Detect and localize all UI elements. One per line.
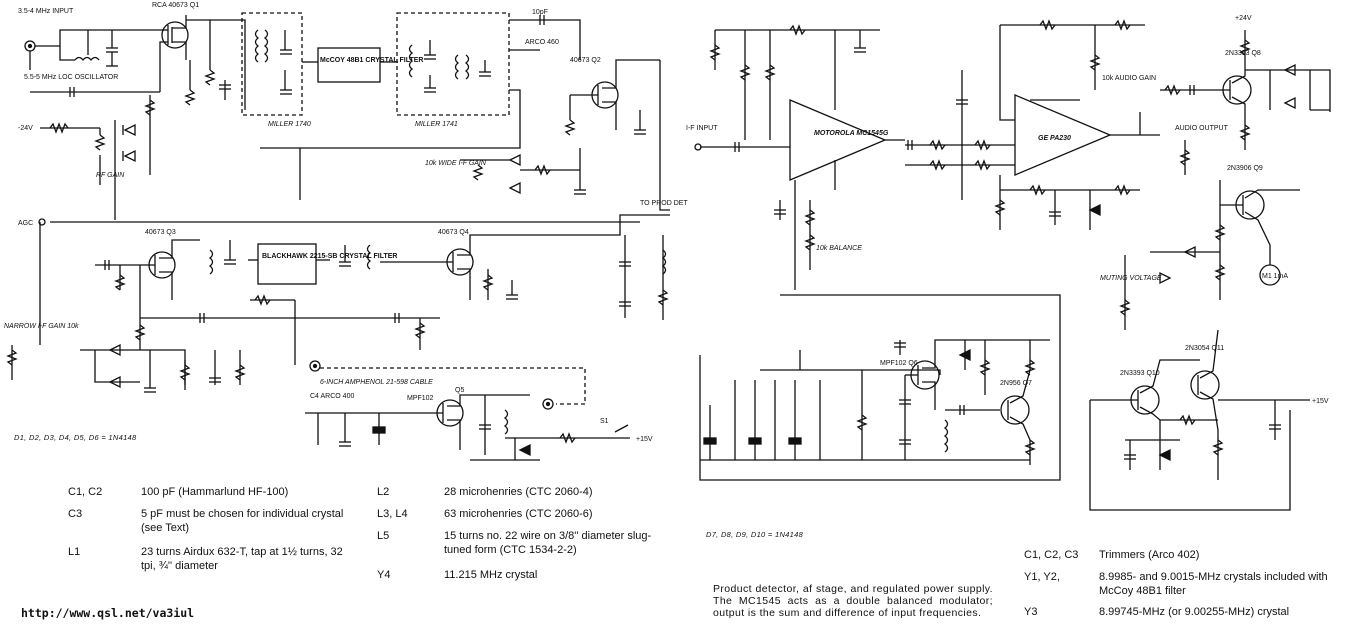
label-q1: RCA 40673 Q1 [152, 2, 199, 9]
part-row: Y1, Y2, 8.9985- and 9.0015-MHz crystals … [1024, 570, 1354, 600]
part-ref: C3 [68, 508, 83, 520]
part-ref: L2 [377, 486, 390, 498]
part-row: C1, C2, C3 Trimmers (Arco 402) [1024, 548, 1354, 564]
label-balance: 10k BALANCE [816, 245, 862, 252]
label-q11: 2N3054 Q11 [1185, 345, 1224, 352]
label-narrow-if: NARROW I-F GAIN 10k [4, 323, 79, 330]
label-miller-1741: MILLER 1741 [415, 121, 458, 128]
part-ref: C1, C2, C3 [1024, 549, 1079, 561]
label-q8: 2N3393 Q8 [1225, 50, 1261, 57]
part-desc: Trimmers (Arco 402) [1099, 549, 1200, 561]
part-ref: L3, L4 [377, 508, 408, 520]
part-desc: 63 microhenries (CTC 2060-6) [444, 508, 593, 520]
part-row: Y3 8.99745-MHz (or 9.00255-MHz) crystal [1024, 605, 1354, 635]
part-desc: 8.99745-MHz (or 9.00255-MHz) crystal [1099, 606, 1290, 618]
part-desc: 5 pF must be chosen for individual cryst… [141, 508, 344, 534]
source-url[interactable]: http://www.qsl.net/va3iul [21, 606, 195, 620]
q1-transistor [161, 21, 189, 49]
label-q5: Q5 [455, 387, 464, 394]
label-q7: 2N956 Q7 [1000, 380, 1032, 387]
label-m1: M1 1mA [1262, 273, 1288, 280]
label-mccoy-filter: McCOY 48B1 CRYSTAL FILTER [320, 57, 423, 64]
part-row: L2 28 microhenries (CTC 2060-4) [377, 485, 677, 501]
mccoy-filter-block [317, 47, 381, 83]
part-row: C3 5 pF must be chosen for individual cr… [68, 507, 358, 537]
label-agc: AGC [18, 220, 33, 227]
right-labels: I-F INPUT MOTOROLA MC1545G 10k BALANCE G… [686, 15, 1329, 405]
label-neg24: -24V [18, 125, 33, 132]
label-s1: S1 [600, 418, 609, 425]
figure-caption: Product detector, af stage, and regulate… [713, 583, 993, 619]
label-plus15-right: +15V [1312, 398, 1329, 405]
q7-transistor [1000, 395, 1030, 425]
part-row: C1, C2 100 pF (Hammarlund HF-100) [68, 485, 358, 501]
label-c4: C4 ARCO 400 [310, 393, 354, 400]
left-diode-note: D1, D2, D3, D4, D5, D6 = 1N4148 [14, 433, 137, 442]
part-desc: 15 turns no. 22 wire on 3/8'' diameter s… [444, 530, 652, 556]
label-arco: ARCO 460 [525, 39, 559, 46]
label-audio-gain: 10k AUDIO GAIN [1102, 75, 1156, 82]
left-schematic [6, 12, 670, 461]
part-ref: L1 [68, 546, 81, 558]
part-row: Y4 11.215 MHz crystal [377, 568, 677, 584]
label-q2: 40673 Q2 [570, 57, 601, 64]
part-desc: 28 microhenries (CTC 2060-4) [444, 486, 593, 498]
part-desc: 8.9985- and 9.0015-MHz crystals included… [1099, 571, 1328, 597]
part-ref: L5 [377, 530, 390, 542]
miller-1740-can [241, 12, 303, 116]
label-q4: 40673 Q4 [438, 229, 469, 236]
label-rf-gain: RF GAIN [96, 172, 125, 179]
part-ref: Y3 [1024, 606, 1038, 618]
part-desc: 23 turns Airdux 632-T, tap at 1½ turns, … [141, 546, 343, 572]
label-muting: MUTING VOLTAGE [1100, 275, 1162, 282]
right-schematic [694, 19, 1331, 511]
label-miller-1740: MILLER 1740 [268, 121, 311, 128]
q11-transistor [1190, 370, 1220, 400]
label-pa230: GE PA230 [1038, 135, 1071, 142]
part-desc: 100 pF (Hammarlund HF-100) [141, 486, 289, 498]
part-ref: Y1, Y2, [1024, 571, 1060, 583]
label-mc1545: MOTOROLA MC1545G [814, 130, 889, 137]
label-plus15: +15V [636, 436, 653, 443]
label-cable: 6-INCH AMPHENOL 21-598 CABLE [320, 379, 433, 386]
right-diode-note: D7, D8, D9, D10 = 1N4148 [706, 530, 804, 539]
label-loc-osc: 5.5-5 MHz LOC OSCILLATOR [24, 74, 118, 81]
label-to-prod-det: TO PROD DET [640, 200, 688, 207]
meter-m1 [1259, 264, 1281, 286]
label-plus24: +24V [1235, 15, 1252, 22]
part-ref: Y4 [377, 569, 391, 581]
label-input: 3.5-4 MHz INPUT [18, 8, 74, 15]
miller-1741-can [396, 12, 510, 116]
pa230-amplifier [1014, 94, 1112, 176]
label-q3: 40673 Q3 [145, 229, 176, 236]
label-q10: 2N3393 Q10 [1120, 370, 1160, 377]
label-mpf102: MPF102 [407, 395, 434, 402]
label-q6: MPF102 Q6 [880, 360, 918, 367]
part-row: L5 15 turns no. 22 wire on 3/8'' diamete… [377, 529, 677, 559]
label-audio-output: AUDIO OUTPUT [1175, 125, 1229, 132]
mc1545-amplifier [789, 99, 887, 181]
label-q9: 2N3906 Q9 [1227, 165, 1263, 172]
part-ref: C1, C2 [68, 486, 103, 498]
label-if-input: I-F INPUT [686, 125, 718, 132]
blackhawk-filter-block [257, 243, 317, 285]
part-desc: 11.215 MHz crystal [444, 569, 538, 581]
left-labels: 3.5-4 MHz INPUT 5.5-5 MHz LOC OSCILLATOR… [4, 2, 688, 443]
part-row: L3, L4 63 microhenries (CTC 2060-6) [377, 507, 677, 523]
label-blackhawk: BLACKHAWK 2215-SB CRYSTAL FILTER [262, 253, 397, 260]
label-wide-if: 10k WIDE I-F GAIN [425, 160, 487, 167]
label-cap-10pf: 10pF [532, 9, 548, 16]
part-row: L1 23 turns Airdux 632-T, tap at 1½ turn… [68, 545, 358, 590]
